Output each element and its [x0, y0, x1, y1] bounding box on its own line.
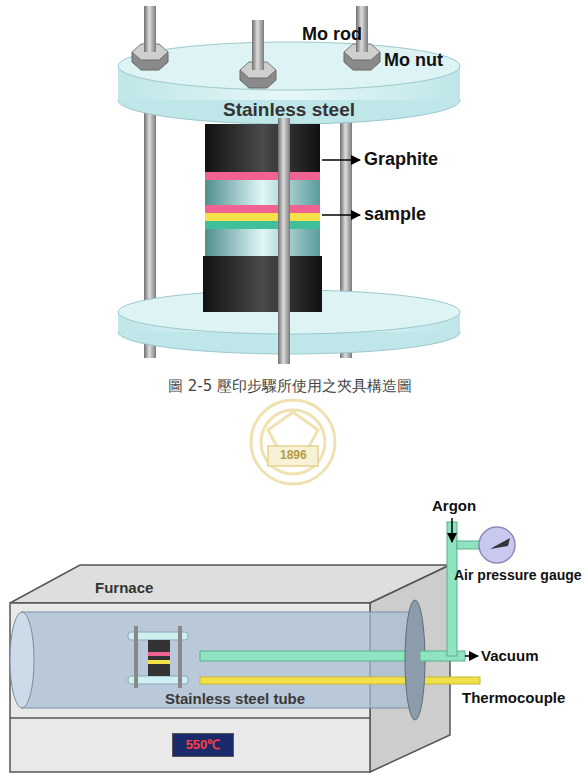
watermark-text: 1896 — [280, 448, 307, 462]
tube-node: Stainless steel tube — [20, 612, 424, 712]
part-label: Argon — [432, 497, 476, 514]
part-label: Graphite — [364, 149, 438, 170]
mo-rod — [278, 118, 290, 364]
temperature-display: 550℃ — [172, 733, 234, 757]
top-plate — [118, 42, 460, 124]
part-label: Mo nut — [384, 50, 443, 71]
stainless-steel-tube — [10, 600, 480, 720]
sample-stack — [203, 124, 322, 312]
furnace-box — [10, 565, 450, 772]
mo-nuts — [132, 6, 380, 88]
part-label: sample — [364, 204, 426, 225]
watermark-logo — [251, 400, 335, 484]
part-label: Vacuum — [481, 647, 539, 664]
part-label: Mo rod — [302, 24, 362, 45]
leader-arrows — [322, 160, 360, 215]
figure-caption: 圖 2-5 壓印步驟所使用之夾具構造圖 — [168, 377, 412, 396]
mini-fixture — [128, 626, 188, 688]
node-text: Stainless steel — [223, 99, 355, 121]
node-text: Stainless steel tube — [165, 690, 424, 708]
node-text: Furnace — [95, 579, 454, 597]
node-text: 550℃ — [186, 736, 221, 754]
part-label: Air pressure gauge — [454, 567, 582, 583]
gas-line — [420, 518, 515, 661]
furnace-node: FurnaceStainless steel tube 550℃ — [10, 565, 454, 772]
part-label: Thermocouple — [462, 689, 565, 706]
